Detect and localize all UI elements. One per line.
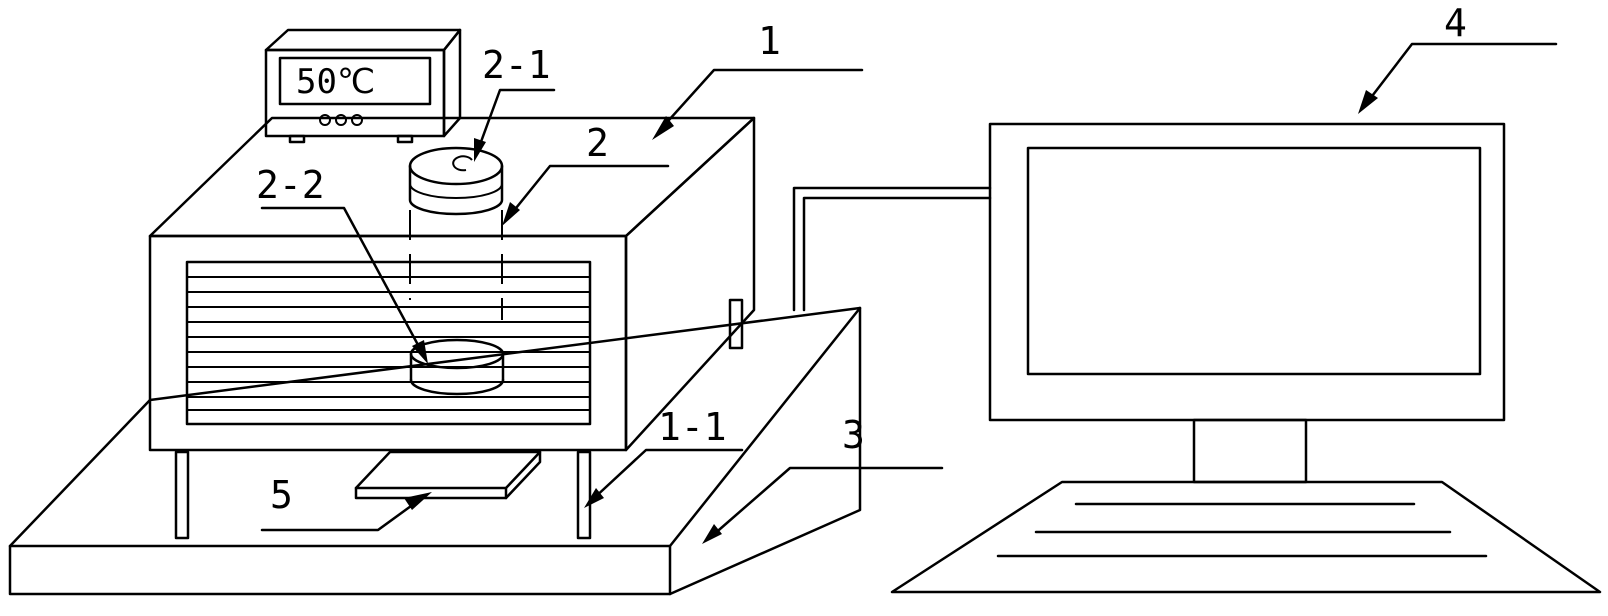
label-holder-top: 2-1 bbox=[482, 43, 551, 87]
leaders bbox=[260, 42, 1558, 544]
computer bbox=[890, 122, 1602, 594]
label-tray: 5 bbox=[270, 473, 293, 517]
label-base-plate: 3 bbox=[842, 413, 865, 457]
label-box: 1 bbox=[758, 19, 781, 63]
tray bbox=[354, 450, 542, 500]
thermostat-knob bbox=[319, 114, 331, 126]
label-computer: 4 bbox=[1444, 1, 1467, 45]
label-holder-bottom: 2-2 bbox=[256, 163, 325, 207]
thermostat-knob bbox=[335, 114, 347, 126]
thermostat-knob bbox=[351, 114, 363, 126]
thermostat-display-text: 50℃ bbox=[296, 62, 375, 102]
label-sample-holder: 2 bbox=[586, 121, 609, 165]
thermostat: 50℃ bbox=[264, 28, 462, 144]
label-box-leg: 1-1 bbox=[658, 405, 727, 449]
heating-box bbox=[148, 116, 756, 452]
data-cable bbox=[792, 186, 992, 312]
sample-holder bbox=[408, 146, 505, 396]
